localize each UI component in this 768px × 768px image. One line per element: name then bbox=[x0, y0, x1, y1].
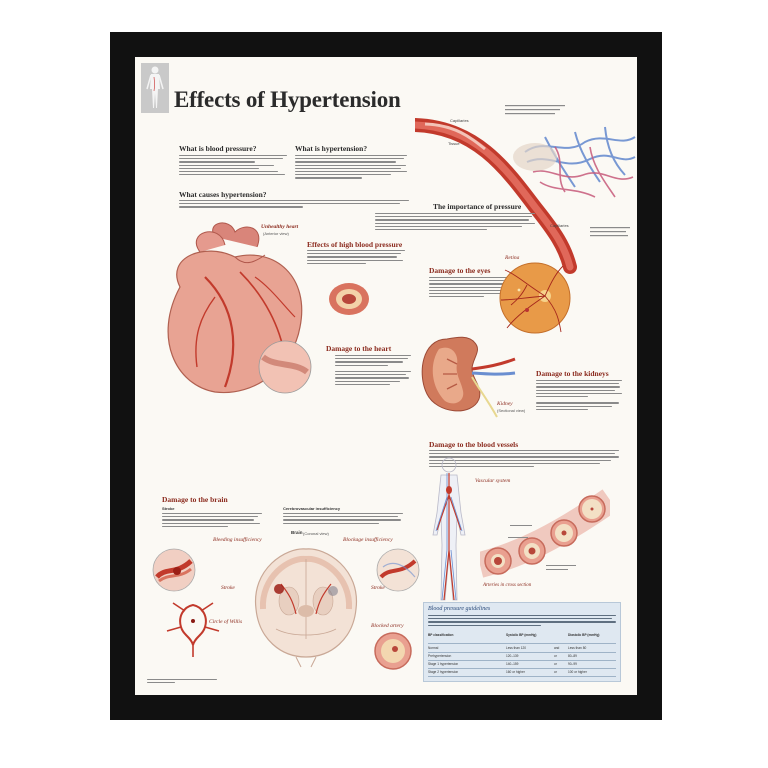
bp-guidelines-title: Blood pressure guidelines bbox=[428, 606, 491, 612]
label-anterior-view: (Anterior view) bbox=[263, 231, 289, 236]
bleeding-inset-illustration bbox=[152, 548, 196, 592]
heading-importance: The importance of pressure bbox=[433, 202, 522, 211]
label-blockage-insufficiency: Blockage insufficiency bbox=[343, 537, 393, 543]
label-stroke-right: Stroke bbox=[371, 585, 385, 591]
body-text-heart bbox=[335, 355, 411, 387]
retina-illustration bbox=[499, 262, 571, 334]
body-text-causes bbox=[179, 200, 409, 210]
body-text-vessels bbox=[429, 450, 619, 469]
hypertension-poster: Effects of Hypertension What is blood pr… bbox=[135, 57, 637, 695]
body-text-brain-stroke bbox=[162, 513, 262, 529]
label-capillaries-top: Capillaries bbox=[450, 118, 469, 123]
heading-damage-vessels: Damage to the blood vessels bbox=[429, 440, 519, 449]
label-arteries-cross-section: Arteries in cross section bbox=[483, 583, 532, 588]
heading-damage-brain: Damage to the brain bbox=[162, 495, 228, 504]
artery-cross-section-small bbox=[329, 283, 369, 315]
blockage-inset-illustration bbox=[376, 548, 420, 592]
body-text-kidneys bbox=[536, 380, 622, 412]
label-bleeding-insufficiency: Bleeding insufficiency bbox=[213, 537, 262, 543]
label-blocked-artery: Blocked artery bbox=[371, 623, 404, 629]
label-capillaries-bottom: Capillaries bbox=[550, 223, 569, 228]
heading-damage-heart: Damage to the heart bbox=[326, 344, 392, 353]
bp-table-row: Stage 2 hypertension 160 or higher or 10… bbox=[428, 670, 587, 674]
heading-what-is-bp: What is blood pressure? bbox=[179, 144, 257, 153]
vascular-system-illustration bbox=[432, 457, 466, 601]
label-stroke-left: Stroke bbox=[221, 585, 235, 591]
heading-damage-kidneys: Damage to the kidneys bbox=[536, 369, 609, 378]
body-text-brain-cerebro bbox=[283, 513, 403, 526]
body-text-importance bbox=[375, 213, 535, 232]
bp-table-row: Normal Less than 120 and Less than 80 bbox=[428, 646, 587, 650]
body-text-bp bbox=[179, 155, 287, 177]
heading-damage-eyes: Damage to the eyes bbox=[429, 266, 491, 275]
body-text-effects bbox=[307, 250, 405, 266]
heading-effects-high-bp: Effects of high blood pressure bbox=[307, 240, 403, 249]
heading-what-causes: What causes hypertension? bbox=[179, 190, 267, 199]
label-tissue: Tissue bbox=[448, 141, 460, 146]
unhealthy-heart-illustration bbox=[167, 222, 312, 394]
heading-what-is-ht: What is hypertension? bbox=[295, 144, 368, 153]
label-circle-of-willis: Circle of Willis bbox=[209, 619, 243, 625]
circle-of-willis-illustration bbox=[166, 602, 220, 657]
label-unhealthy-heart: Unhealthy heart bbox=[261, 224, 299, 230]
bp-guidelines-intro bbox=[428, 615, 616, 628]
label-kidney: Kidney bbox=[497, 401, 513, 407]
human-figure-icon bbox=[141, 63, 169, 113]
label-bullet-stroke: Stroke bbox=[162, 506, 175, 511]
label-vascular-system: Vascular system bbox=[475, 478, 511, 484]
poster-title: Effects of Hypertension bbox=[174, 87, 401, 112]
brain-coronal-illustration bbox=[254, 548, 358, 668]
bp-table-row: Prehypertension 120–139 or 80–89 bbox=[428, 654, 577, 658]
arteries-cross-section-illustration bbox=[480, 489, 610, 578]
label-bullet-cerebrovascular: Cerebrovascular insufficiency bbox=[283, 506, 341, 511]
bp-table-header: BP classification Systolic BP (mmHg) Dia… bbox=[428, 633, 600, 637]
artery-capillary-illustration: Tissue Capillaries Capillaries bbox=[415, 105, 636, 274]
bp-table-row: Stage 1 hypertension 140–159 or 90–99 bbox=[428, 662, 577, 666]
label-retina: Retina bbox=[505, 255, 520, 261]
kidney-illustration bbox=[421, 336, 516, 418]
body-text-ht bbox=[295, 155, 407, 181]
publisher-credit bbox=[147, 679, 217, 685]
label-brain: Brain bbox=[291, 530, 303, 535]
body-text-eyes bbox=[429, 277, 507, 299]
bp-guidelines-box: Blood pressure guidelines BP classificat… bbox=[423, 602, 621, 682]
label-coronal-view: (Coronal view) bbox=[303, 531, 329, 536]
label-kidney-sectional: (Sectional view) bbox=[497, 408, 526, 413]
blocked-artery-illustration bbox=[374, 632, 412, 670]
